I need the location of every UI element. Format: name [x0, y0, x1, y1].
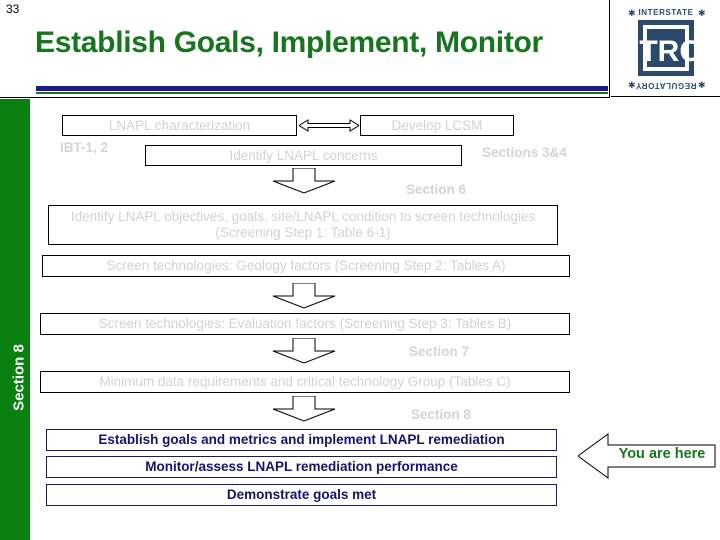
svg-text:✱: ✱	[628, 8, 636, 18]
arrow-down-icon-4	[272, 396, 336, 422]
svg-text:REGULATORY: REGULATORY	[635, 81, 696, 90]
flow-label-section-6: Section 6	[406, 182, 467, 197]
flow-box-identify-lnapl-concerns[interactable]: Identify LNAPL concerns	[145, 145, 462, 166]
flow-box-develop-lcsm[interactable]: Develop LCSM	[360, 115, 514, 136]
arrow-down-icon-2	[272, 283, 336, 309]
flow-box-establish-goals[interactable]: Establish goals and metrics and implemen…	[46, 429, 557, 451]
svg-text:✱: ✱	[698, 8, 706, 18]
itrc-logo-badge: ITRC INTERSTATE REGULATORY TECHNOLOGY CO…	[621, 4, 710, 92]
arrow-left-icon	[577, 433, 716, 479]
flow-box-screen-geology[interactable]: Screen technologies: Geology factors (Sc…	[42, 255, 570, 277]
arrow-down-icon-1	[272, 168, 336, 194]
flow-label-sections-3-4: Sections 3&4	[482, 145, 567, 160]
flow-box-screen-evaluation[interactable]: Screen technologies: Evaluation factors …	[40, 313, 570, 335]
you-are-here-label: You are here	[618, 446, 706, 462]
page-title: Establish Goals, Implement, Monitor	[35, 26, 543, 59]
flow-box-demonstrate-goals[interactable]: Demonstrate goals met	[46, 484, 557, 506]
svg-text:✱: ✱	[628, 80, 636, 90]
section-band: Section 8	[0, 99, 30, 540]
flow-label-ibt: IBT-1, 2	[60, 140, 109, 155]
double-arrow-icon	[299, 119, 359, 132]
svg-text:ITRC: ITRC	[631, 35, 701, 68]
itrc-logo: ITRC INTERSTATE REGULATORY TECHNOLOGY CO…	[611, 0, 720, 97]
svg-text:INTERSTATE: INTERSTATE	[638, 8, 693, 17]
title-rule-green	[36, 92, 608, 94]
flow-box-monitor-assess[interactable]: Monitor/assess LNAPL remediation perform…	[46, 456, 557, 478]
you-are-here-callout: You are here	[577, 432, 716, 480]
svg-text:✱: ✱	[698, 80, 706, 90]
arrow-down-icon-3	[272, 338, 336, 364]
flow-label-section-7: Section 7	[409, 344, 470, 359]
title-rule-navy	[36, 86, 608, 91]
page-number: 33	[6, 2, 20, 16]
flow-label-section-8: Section 8	[411, 407, 472, 422]
section-band-label: Section 8	[10, 344, 28, 411]
flow-box-identify-objectives[interactable]: Identify LNAPL objectives, goals, site/L…	[48, 205, 558, 245]
flow-box-minimum-data[interactable]: Minimum data requirements and critical t…	[40, 371, 570, 393]
flow-box-lnapl-characterization[interactable]: LNAPL characterization	[62, 115, 297, 136]
